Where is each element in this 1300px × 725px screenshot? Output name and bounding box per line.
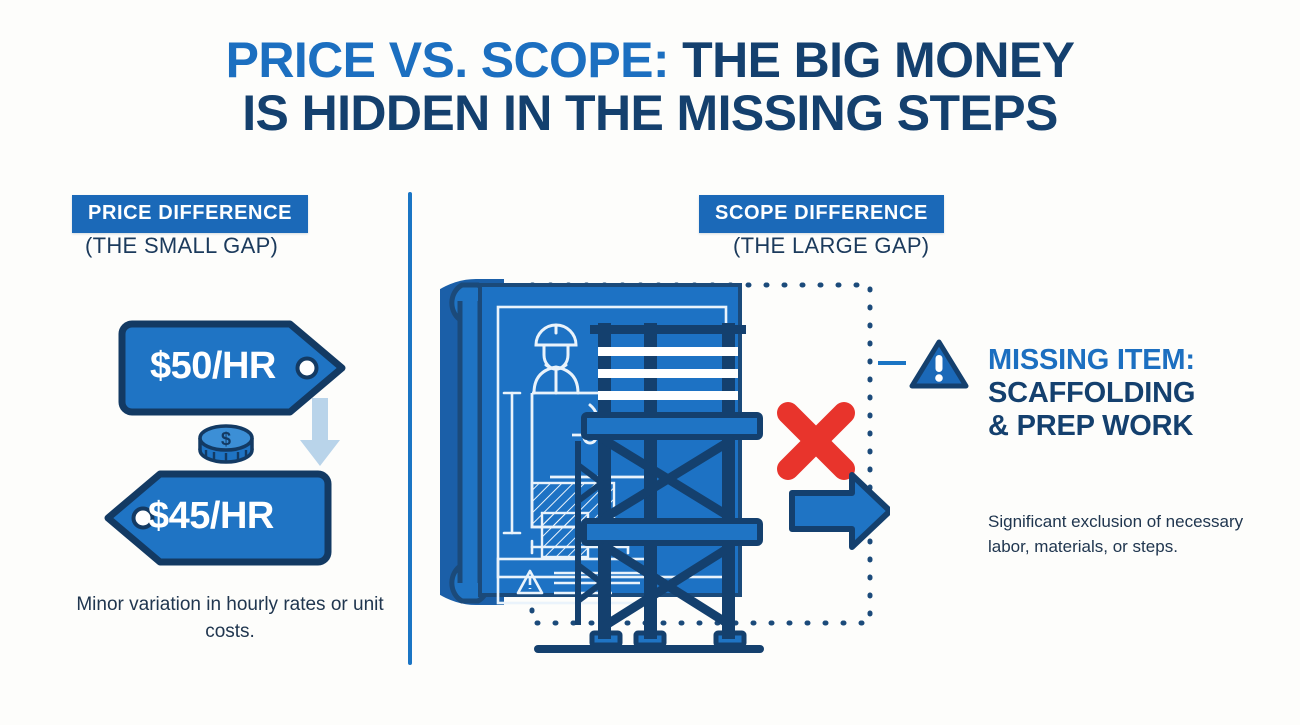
red-x-icon: [777, 402, 855, 480]
page-title: PRICE VS. SCOPE: THE BIG MONEY IS HIDDEN…: [0, 34, 1300, 140]
price-difference-caption: Minor variation in hourly rates or unit …: [76, 594, 384, 642]
panel-divider: [408, 192, 412, 665]
missing-item-heading: MISSING ITEM: SCAFFOLDING & PREP WORK: [988, 344, 1288, 443]
ladder-rails: [575, 441, 604, 625]
warning-triangle-icon: [908, 337, 970, 398]
warning-triangle-shape: [909, 339, 969, 389]
scope-difference-caption: Significant exclusion of necessary labor…: [988, 512, 1244, 556]
scope-illustration-svg: [372, 279, 893, 653]
coin-icon-shape: $: [198, 424, 254, 464]
svg-text:$: $: [221, 429, 231, 449]
missing-item-line-2: SCAFFOLDING: [988, 377, 1196, 410]
scope-difference-subtitle: (THE LARGE GAP): [733, 233, 930, 258]
downward-arrow-icon: [298, 398, 342, 475]
cross-brace-upper: [601, 436, 735, 522]
price-difference-subtitle: (THE SMALL GAP): [85, 233, 279, 258]
scope-difference-banner: SCOPE DIFFERENCE: [699, 195, 944, 233]
title-line-2: IS HIDDEN IN THE MISSING STEPS: [242, 85, 1058, 141]
dotted-exclusion-box: [529, 282, 873, 626]
price-tag-low: [100, 468, 332, 573]
title-line-1: PRICE VS. SCOPE: THE BIG MONEY: [0, 34, 1300, 87]
missing-item-accent-line: MISSING ITEM:: [988, 344, 1195, 376]
scaffolding-tower-icon: [534, 323, 764, 653]
price-tag-low-shape: [104, 470, 332, 566]
dimension-line-vertical: [502, 391, 522, 535]
scope-illustration: [372, 265, 893, 670]
price-difference-banner: PRICE DIFFERENCE: [72, 195, 309, 233]
callout-connector-line: [878, 361, 906, 365]
downward-arrow-shape: [300, 398, 340, 466]
title-accent-text: PRICE VS. SCOPE:: [225, 32, 670, 88]
title-rest-text: THE BIG MONEY: [668, 32, 1075, 88]
coin-icon: $: [192, 420, 260, 473]
hard-hat-worker-icon: [532, 323, 580, 395]
price-tag-high-shape: [118, 320, 346, 416]
missing-item-line-3: & PREP WORK: [988, 410, 1194, 443]
price-tag-high: [118, 318, 350, 423]
right-arrow-icon: [789, 472, 893, 550]
cross-brace-lower: [601, 542, 735, 630]
